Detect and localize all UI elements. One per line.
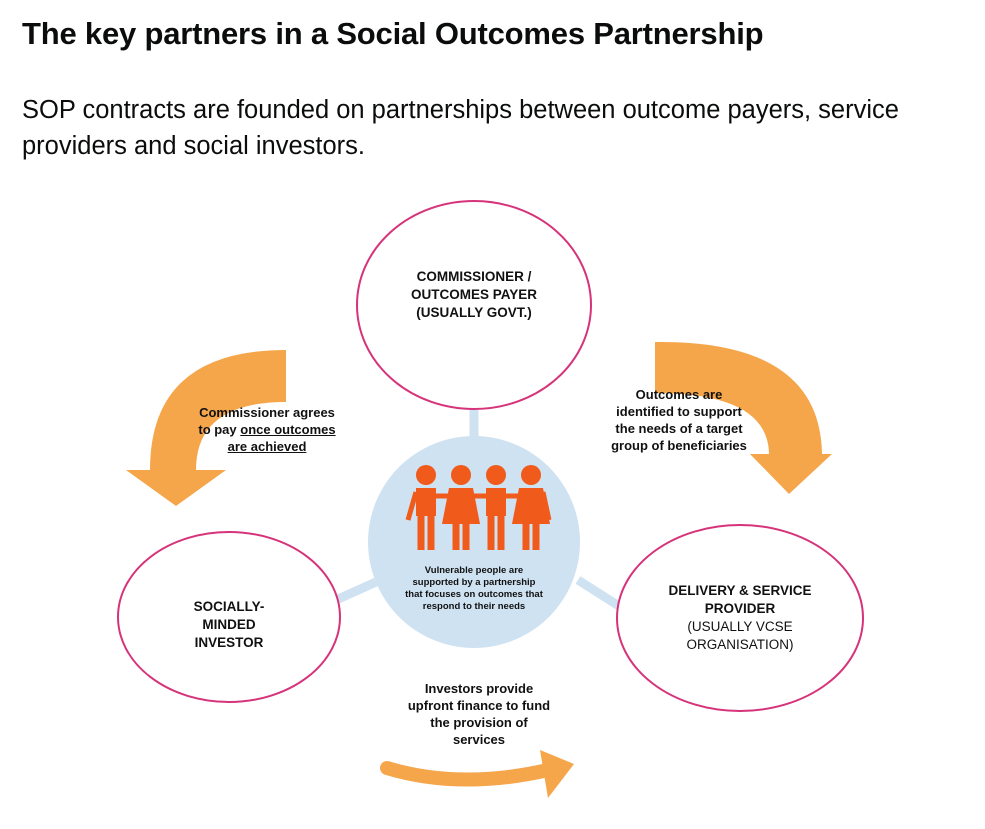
left-arrow-label: Commissioner agrees to pay once outcomes… [198,405,336,454]
intro-line-1: SOP contracts are founded on partnership… [22,96,899,124]
center-label: Vulnerable people are supported by a par… [405,565,543,612]
connector-left [334,577,378,605]
provider-label: DELIVERY & SERVICE PROVIDER (USUALLY VCS… [668,583,812,652]
intro-line-2: providers and social investors. [22,132,365,160]
person-icon [512,465,552,550]
investor-label: SOCIALLY- MINDED INVESTOR [193,599,265,650]
right-curved-arrow [655,341,832,494]
provider-circle [616,524,864,712]
right-arrow-label: Outcomes are identified to support the n… [611,387,747,453]
page-title: The key partners in a Social Outcomes Pa… [22,16,764,51]
person-icon [405,465,436,550]
person-icon [486,465,506,550]
commissioner-circle [356,200,592,410]
bottom-curved-arrow [380,761,555,787]
intro-paragraph: SOP contracts are founded on partnership… [22,92,972,164]
bottom-arrow-label: Investors provide upfront finance to fun… [407,681,551,747]
left-curved-arrow [126,350,286,506]
person-icon [442,465,480,550]
bottom-arrow-head [540,750,574,798]
commissioner-label: COMMISSIONER / OUTCOMES PAYER (USUALLY G… [410,269,538,320]
connector-right [575,576,625,612]
people-group-icon [405,465,552,550]
center-circle [368,436,580,648]
investor-circle [117,531,341,703]
